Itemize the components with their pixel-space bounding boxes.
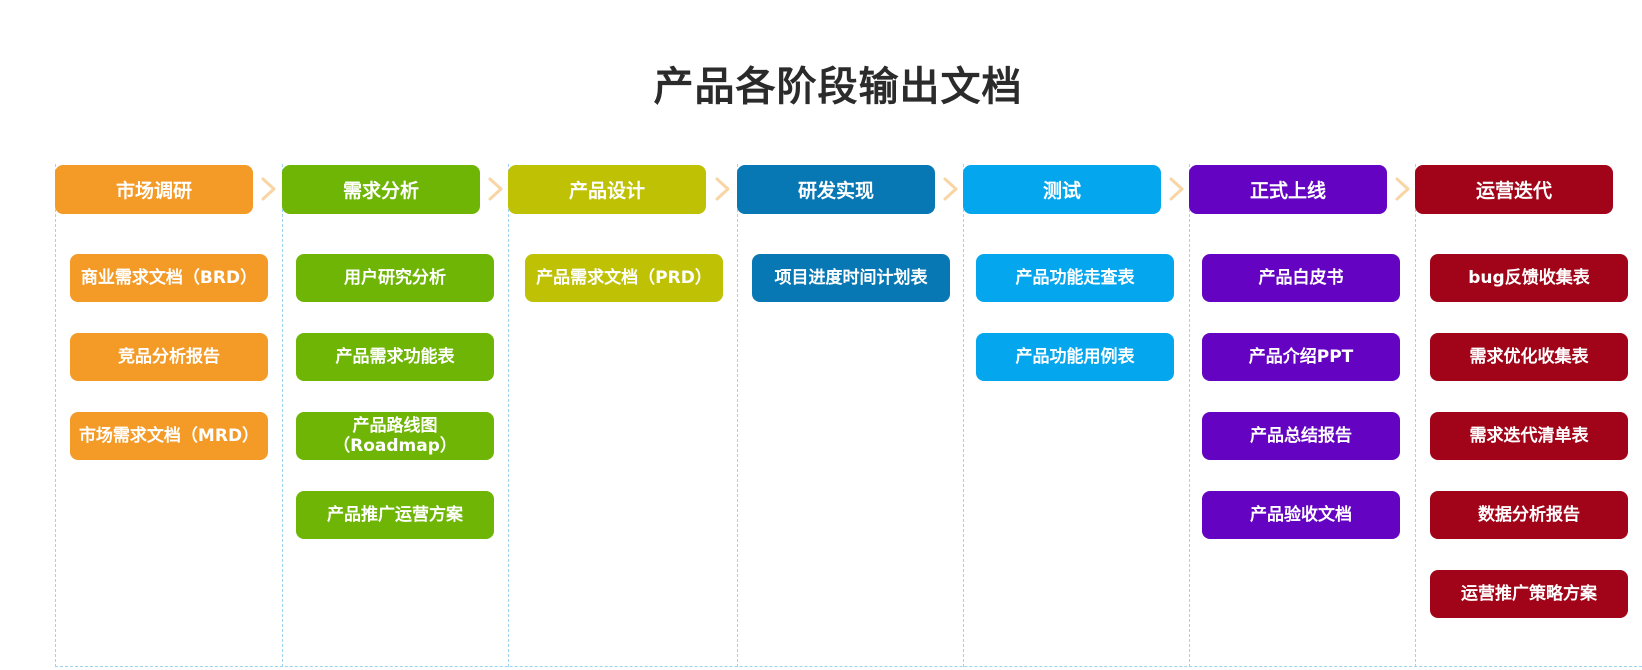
document-item: 产品需求文档（PRD） (525, 254, 723, 302)
document-item: 市场需求文档（MRD） (70, 412, 268, 460)
stage-column (1189, 164, 1415, 667)
chevron-right-icon (1395, 177, 1410, 201)
stage-column (55, 164, 282, 667)
document-item: 需求迭代清单表 (1430, 412, 1628, 460)
chevron-right-icon (1169, 177, 1184, 201)
page-title: 产品各阶段输出文档 (653, 64, 1023, 110)
document-item: 产品验收文档 (1202, 491, 1400, 539)
document-item: 产品功能用例表 (976, 333, 1174, 381)
document-item: 产品需求功能表 (296, 333, 494, 381)
document-item: 数据分析报告 (1430, 491, 1628, 539)
document-item: 产品功能走查表 (976, 254, 1174, 302)
document-item: 产品推广运营方案 (296, 491, 494, 539)
document-item: 产品介绍PPT (1202, 333, 1400, 381)
stage-column (737, 164, 963, 667)
document-item: 产品白皮书 (1202, 254, 1400, 302)
stage-header: 运营迭代 (1415, 165, 1613, 214)
chevron-right-icon (488, 177, 503, 201)
stage-column (282, 164, 508, 667)
diagram-bottom-border (55, 666, 1642, 667)
document-item: 竞品分析报告 (70, 333, 268, 381)
document-item: 用户研究分析 (296, 254, 494, 302)
document-item: 项目进度时间计划表 (752, 254, 950, 302)
stage-column (1415, 164, 1642, 667)
document-item: 运营推广策略方案 (1430, 570, 1628, 618)
stage-header: 需求分析 (282, 165, 480, 214)
chevron-right-icon (943, 177, 958, 201)
document-item: 产品路线图 （Roadmap） (296, 412, 494, 460)
document-item: 产品总结报告 (1202, 412, 1400, 460)
stage-header: 市场调研 (55, 165, 253, 214)
document-item: 需求优化收集表 (1430, 333, 1628, 381)
document-item: 商业需求文档（BRD） (70, 254, 268, 302)
stage-header: 测试 (963, 165, 1161, 214)
chevron-right-icon (715, 177, 730, 201)
stage-header: 研发实现 (737, 165, 935, 214)
chevron-right-icon (261, 177, 276, 201)
stage-column (508, 164, 737, 667)
stage-header: 正式上线 (1189, 165, 1387, 214)
stage-column (963, 164, 1189, 667)
document-item: bug反馈收集表 (1430, 254, 1628, 302)
stage-header: 产品设计 (508, 165, 706, 214)
